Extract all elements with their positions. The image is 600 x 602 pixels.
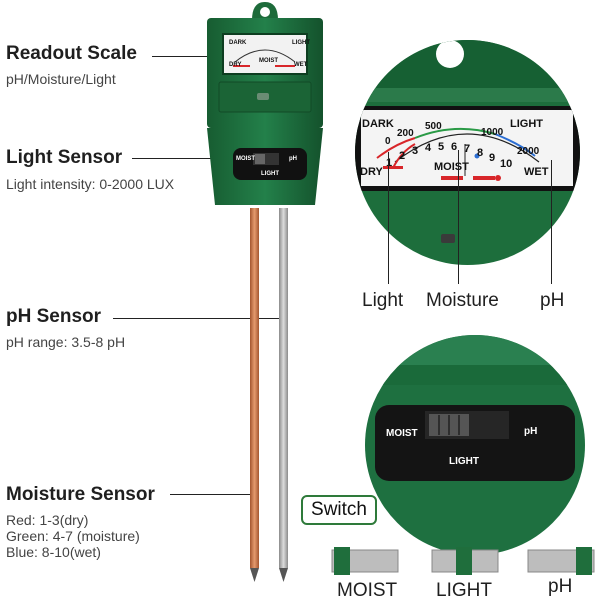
readout-scale-title: Readout Scale <box>6 43 137 64</box>
zoom-dry-label: DRY <box>360 166 383 178</box>
mode-moist-label: MOIST <box>337 580 398 601</box>
zoom-dark-label: DARK <box>362 118 394 130</box>
ph-sensor-title: pH Sensor <box>6 306 102 327</box>
zoom-light-label: LIGHT <box>510 118 543 130</box>
moisture-sensor-title: Moisture Sensor <box>6 484 155 505</box>
light-sensor-title: Light Sensor <box>6 147 123 168</box>
device-switch-light-label: LIGHT <box>261 171 279 177</box>
lux-tick-0: 0 <box>385 136 391 147</box>
lux-tick-200: 200 <box>397 128 414 139</box>
light-sensor-subtitle: Light intensity: 0-2000 LUX <box>6 176 175 192</box>
light-callout-label: Light <box>362 290 404 311</box>
moisture-red-range: Red: 1-3(dry) <box>6 512 89 528</box>
device-dark-label: DARK <box>229 40 247 46</box>
light-callout-line <box>388 152 389 284</box>
moisture-leader-line <box>170 494 256 495</box>
switch-caption: Switch <box>301 495 377 525</box>
readout-scale-subtitle: pH/Moisture/Light <box>6 71 116 87</box>
switch-zoom-circle <box>365 335 585 555</box>
lux-tick-500: 500 <box>425 121 442 132</box>
light-leader-line <box>132 158 226 159</box>
zoom-switch-moist-label: MOIST <box>386 428 418 439</box>
device-moist-label: MOIST <box>259 58 278 64</box>
num-tick-9: 9 <box>489 152 496 164</box>
readout-leader-line <box>152 56 230 57</box>
mode-light-label: LIGHT <box>436 580 492 601</box>
num-tick-3: 3 <box>412 145 419 157</box>
zoom-switch-light-label: LIGHT <box>449 456 479 467</box>
num-tick-6: 6 <box>451 141 458 153</box>
num-tick-7: 7 <box>464 143 471 155</box>
lux-tick-1000: 1000 <box>481 127 504 138</box>
mode-ph-label: pH <box>548 576 573 597</box>
num-tick-4: 4 <box>425 142 432 154</box>
moisture-blue-range: Blue: 8-10(wet) <box>6 544 101 560</box>
scale-zoom-circle <box>355 40 580 265</box>
device-dry-label: DRY <box>229 62 242 68</box>
zoom-switch-ph-label: pH <box>524 426 538 437</box>
device-wet-label: WET <box>294 62 308 68</box>
ph-leader-line <box>113 318 279 319</box>
lux-tick-2000: 2000 <box>517 146 540 157</box>
device-light-label: LIGHT <box>292 40 310 46</box>
num-tick-8: 8 <box>477 147 484 159</box>
zoom-moist-label: MOIST <box>434 161 469 173</box>
device-switch-ph-label: pH <box>289 156 297 162</box>
num-tick-10: 10 <box>500 158 513 170</box>
moisture-callout-label: Moisture <box>426 290 499 311</box>
ph-sensor-subtitle: pH range: 3.5-8 pH <box>6 334 126 350</box>
ph-callout-line <box>551 160 552 284</box>
zoom-wet-label: WET <box>524 166 549 178</box>
switch-mode-icons <box>331 547 595 575</box>
num-tick-2: 2 <box>399 150 406 162</box>
soil-meter-device <box>207 2 323 582</box>
device-switch-moist-label: MOIST <box>236 156 255 162</box>
switch-zoom-art <box>365 335 585 481</box>
ph-callout-label: pH <box>540 290 565 311</box>
moisture-green-range: Green: 4-7 (moisture) <box>6 528 140 544</box>
num-tick-1: 1 <box>386 157 393 169</box>
num-tick-5: 5 <box>438 141 445 153</box>
moisture-callout-line <box>458 150 459 284</box>
